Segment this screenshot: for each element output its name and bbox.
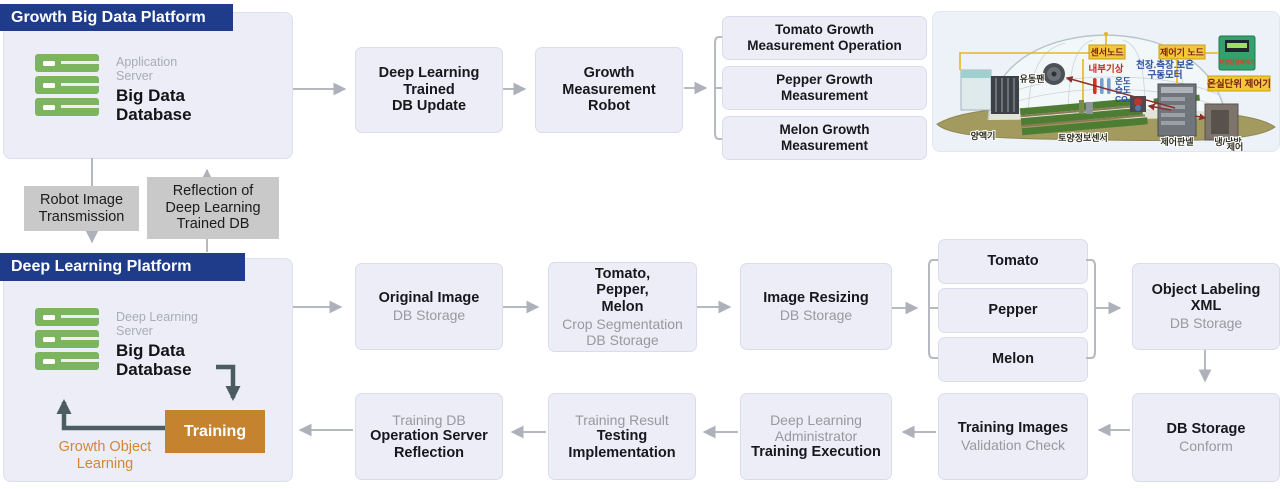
unit-controller-device: 복합환경제어기	[1218, 35, 1256, 71]
node-subtitle: Training Result	[575, 411, 669, 428]
server-icon	[35, 54, 99, 116]
node-pepper-measurement-label: Pepper Growth Measurement	[776, 72, 873, 103]
node-title: Tomato, Pepper, Melon	[594, 265, 651, 316]
node-crop-melon: Melon	[938, 337, 1088, 382]
node-pepper-measurement: Pepper Growth Measurement	[722, 66, 927, 110]
node-title: Operation Server Reflection	[370, 427, 488, 461]
cooling-heating-unit	[1204, 103, 1239, 141]
bracket	[928, 259, 938, 359]
drive-motor-label-1: 천장.측장.보온	[1136, 59, 1194, 71]
node-title: Original Image	[378, 289, 480, 306]
node-operation-server-reflection: Training DB Operation Server Reflection	[355, 393, 503, 480]
temperature-label: 온도	[1115, 76, 1131, 86]
node-subtitle: DB Storage	[779, 306, 853, 323]
reflection-trained-db: Reflection of Deep Learning Trained DB	[147, 177, 279, 239]
node-db-conform: DB Storage Conform	[1132, 393, 1280, 482]
fan-icon	[1043, 63, 1065, 85]
node-melon-measurement: Melon Growth Measurement	[722, 116, 927, 160]
top-server-labels: Application Server Big Data Database	[116, 55, 192, 124]
controller-node-label: 제어기 노드	[1160, 47, 1205, 58]
sensor-links	[959, 32, 1219, 100]
node-melon-measurement-label: Melon Growth Measurement	[779, 122, 870, 153]
node-title: DB Storage	[1166, 420, 1246, 437]
node-title: Image Resizing	[763, 289, 869, 306]
drive-motor-label-2: 구동모터	[1148, 69, 1183, 81]
device-label: 복합환경제어기	[1219, 58, 1254, 66]
node-subtitle: DB Storage	[1169, 315, 1243, 332]
top-platform-title-text: Growth Big Data Platform	[11, 8, 206, 26]
label-tags: 센서노드 제어기 노드 온실단위 제어기	[1088, 44, 1271, 92]
nutrient-label: 양액기	[971, 130, 996, 141]
cooling-label-1: 냉/난방	[1214, 136, 1242, 147]
bottom-platform-title: Deep Learning Platform	[0, 253, 245, 281]
scene-text-labels: 내부기상 천장.측장.보온 구동모터 온도 습도 CO₂ 유동팬 양액기 토양정…	[970, 59, 1245, 151]
node-subtitle: Crop Segmentation DB Storage	[562, 315, 683, 349]
node-title: Tomato	[987, 253, 1039, 270]
node-subtitle: Deep Learning Administrator	[770, 411, 862, 445]
top-platform-title: Growth Big Data Platform	[0, 4, 233, 31]
node-subtitle: Training DB	[392, 411, 466, 428]
internal-weather-label: 내부기상	[1089, 63, 1124, 75]
node-title: Melon	[992, 351, 1034, 368]
training-label: Training	[183, 422, 247, 440]
control-panel	[1157, 83, 1197, 137]
reflection-trained-db-label: Reflection of Deep Learning Trained DB	[165, 182, 261, 233]
control-panel-label: 제어판넬	[1160, 136, 1193, 147]
server-subtitle: Deep Learning Server	[116, 310, 199, 338]
robot-image-transmission-label: Robot Image Transmission	[38, 191, 125, 225]
node-db-update-label: Deep Learning Trained DB Update	[378, 64, 480, 115]
node-subtitle: Conform	[1179, 437, 1233, 454]
training-box: Training	[165, 410, 265, 453]
bracket	[714, 36, 722, 140]
co2-label: CO₂	[1115, 94, 1132, 104]
node-db-update: Deep Learning Trained DB Update	[355, 47, 503, 133]
drive-motor	[1130, 96, 1146, 112]
node-tomato-measurement-label: Tomato Growth Measurement Operation	[747, 22, 902, 53]
greenhouse-illustration: 복합환경제어기	[932, 11, 1280, 152]
soil-sensor-label: 토양정보센서	[1058, 132, 1108, 143]
node-crop-pepper: Pepper	[938, 288, 1088, 333]
unit-controller-label: 온실단위 제어기	[1207, 78, 1271, 90]
node-title: Object Labeling XML	[1151, 281, 1261, 315]
fan-label: 유동팬	[1020, 73, 1045, 84]
greenhouse-scene: 복합환경제어기	[936, 32, 1276, 151]
cooling-label-2: 제어	[1227, 141, 1244, 151]
node-training-images: Training Images Validation Check	[938, 393, 1088, 480]
node-crop-segmentation: Tomato, Pepper, Melon Crop Segmentation …	[548, 262, 697, 352]
node-crop-tomato: Tomato	[938, 239, 1088, 284]
node-title: Pepper	[988, 302, 1038, 319]
sensor-node-label: 센서노드	[1090, 47, 1124, 58]
growth-object-learning-label: Growth Object Learning	[58, 439, 152, 472]
node-original-image: Original Image DB Storage	[355, 263, 503, 350]
node-image-resizing: Image Resizing DB Storage	[740, 263, 892, 350]
node-measurement-robot-label: Growth Measurement Robot	[562, 64, 656, 115]
node-testing-implementation: Training Result Testing Implementation	[548, 393, 696, 480]
server-title: Big Data Database	[116, 86, 192, 125]
robot-image-transmission: Robot Image Transmission	[24, 186, 139, 231]
node-subtitle: DB Storage	[392, 306, 466, 323]
server-title: Big Data Database	[116, 341, 192, 380]
bottom-server-labels: Deep Learning Server Big Data Database	[116, 310, 198, 379]
node-training-execution: Deep Learning Administrator Training Exe…	[740, 393, 892, 480]
humidity-label: 습도	[1115, 85, 1131, 95]
nutrient-machine	[960, 69, 1019, 114]
node-tomato-measurement: Tomato Growth Measurement Operation	[722, 16, 927, 60]
node-object-labeling: Object Labeling XML DB Storage	[1132, 263, 1280, 350]
server-subtitle: Application Server	[116, 55, 178, 83]
node-title: Training Images	[957, 419, 1069, 436]
bottom-platform-title-text: Deep Learning Platform	[11, 258, 192, 275]
node-measurement-robot: Growth Measurement Robot	[535, 47, 683, 133]
soil-sensor	[1079, 100, 1093, 114]
node-title: Testing Implementation	[568, 427, 676, 461]
command-arrows	[1065, 76, 1207, 121]
server-icon	[35, 308, 99, 370]
node-title: Training Execution	[751, 444, 881, 461]
node-subtitle: Validation Check	[960, 436, 1066, 453]
